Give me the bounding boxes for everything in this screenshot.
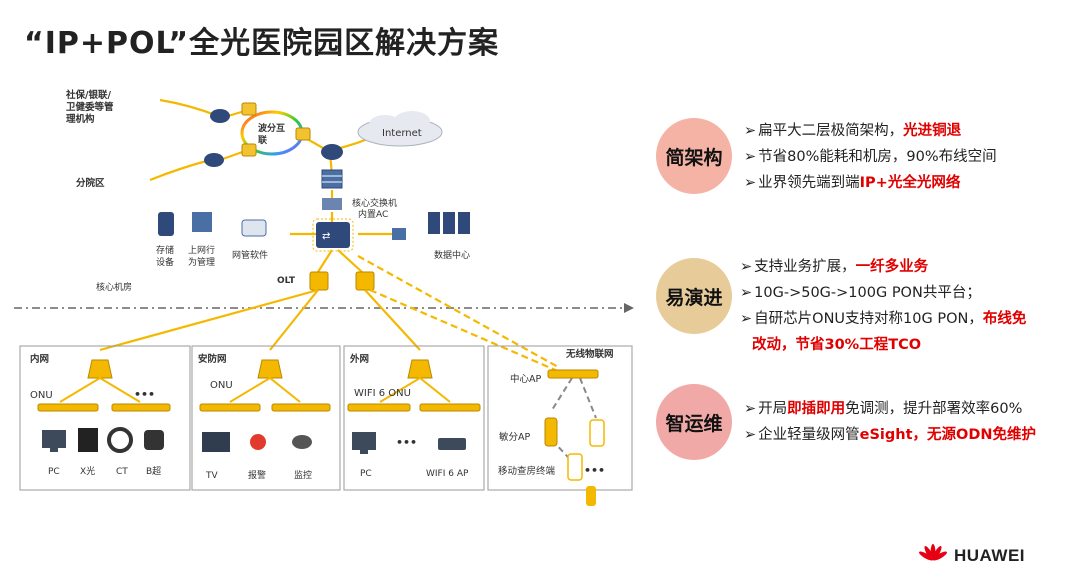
svg-text:WIFI 6 ONU: WIFI 6 ONU xyxy=(354,388,411,399)
feature-item: ➢开局即插即用免调测，提升部署效率60% xyxy=(744,401,1023,417)
ac-icon xyxy=(392,228,406,240)
svg-text:内置AC: 内置AC xyxy=(358,208,388,220)
svg-text:上网行: 上网行 xyxy=(188,244,215,256)
internet-cloud xyxy=(357,111,443,147)
firewall-icon xyxy=(321,169,343,210)
feature-circle-simple: 简架构 xyxy=(656,118,732,194)
feature-item: ➢扁平大二层极简架构，光进铜退 xyxy=(744,123,962,139)
svg-text:敏分AP: 敏分AP xyxy=(499,431,530,443)
svg-text:⇄: ⇄ xyxy=(322,231,330,242)
svg-text:外网: 外网 xyxy=(349,353,369,365)
network-diagram: Internet ⇄ 社保/银联/ xyxy=(14,89,634,506)
feature-item: ➢10G->50G->100G PON共平台； xyxy=(740,285,981,301)
camera-icon xyxy=(292,435,312,449)
svg-text:内网: 内网 xyxy=(30,353,49,365)
svg-text:PC: PC xyxy=(48,467,60,477)
svg-text:设备: 设备 xyxy=(156,256,174,268)
router-ap-icon xyxy=(438,438,466,450)
feature-item: ➢自研芯片ONU支持对称10G PON，布线免 xyxy=(740,311,1027,327)
svg-text:联: 联 xyxy=(258,134,268,146)
fiber-links xyxy=(99,288,421,352)
svg-text:核心机房: 核心机房 xyxy=(96,281,132,293)
feature-circle-ops: 智运维 xyxy=(656,384,732,460)
svg-text:无线物联网: 无线物联网 xyxy=(565,348,614,360)
svg-text:分院区: 分院区 xyxy=(76,177,105,189)
nms-icon xyxy=(241,219,267,237)
fiber-dashed-links xyxy=(357,255,561,374)
feature-circle-evolve: 易演进 xyxy=(656,258,732,334)
splitter-icon xyxy=(87,359,433,379)
mobile-terminal-icon xyxy=(567,419,605,481)
sensor-icon xyxy=(586,486,596,506)
svg-text:社保/银联/: 社保/银联/ xyxy=(65,89,111,101)
svg-text:卫健委等管: 卫健委等管 xyxy=(66,101,114,113)
svg-text:数据中心: 数据中心 xyxy=(434,249,470,261)
huawei-flower-icon xyxy=(919,544,947,561)
feature-list-evolve: ➢支持业务扩展，一纤多业务 ➢10G->50G->100G PON共平台； ➢自… xyxy=(740,254,1026,358)
router-icon xyxy=(204,109,343,167)
svg-text:为管理: 为管理 xyxy=(188,256,215,268)
feature-item: ➢业界领先端到端IP+光全光网络 xyxy=(744,175,961,191)
svg-text:•••: ••• xyxy=(396,436,417,449)
divider-arrow-icon xyxy=(624,303,634,313)
xray-icon xyxy=(78,428,98,452)
feature-list-ops: ➢开局即插即用免调测，提升部署效率60% ➢企业轻量级网管eSight，无源OD… xyxy=(744,396,1036,448)
svg-text:WIFI 6 AP: WIFI 6 AP xyxy=(426,469,469,479)
tv-icon xyxy=(202,432,230,452)
datacenter-icon xyxy=(428,212,470,234)
feature-list-simple: ➢扁平大二层极简架构，光进铜退 ➢节省80%能耗和机房，90%布线空间 ➢业界领… xyxy=(744,118,997,196)
huawei-logo: HUAWEI xyxy=(918,544,1025,568)
page-title: “IP+POL”全光医院园区解决方案 xyxy=(24,26,500,61)
svg-text:•••: ••• xyxy=(584,464,605,477)
logo-text: HUAWEI xyxy=(954,546,1025,565)
alarm-icon xyxy=(250,434,266,450)
agile-ap-icon xyxy=(544,417,558,447)
svg-text:ONU: ONU xyxy=(30,390,53,401)
ultrasound-icon xyxy=(144,430,164,450)
svg-text:波分互: 波分互 xyxy=(258,122,285,134)
svg-text:B超: B超 xyxy=(146,465,161,477)
storage-icon xyxy=(158,212,174,236)
subnet-boxes xyxy=(19,345,633,491)
behavior-mgmt-icon xyxy=(192,212,212,232)
svg-text:报警: 报警 xyxy=(248,469,266,481)
core-switch-icon: ⇄ xyxy=(312,218,354,252)
svg-text:•••: ••• xyxy=(134,388,155,401)
internet-label: Internet xyxy=(382,128,422,139)
feature-item: 改动，节省30%工程TCO xyxy=(752,337,922,353)
pc-icon xyxy=(42,430,376,454)
olt-icon xyxy=(309,271,375,291)
svg-text:OLT: OLT xyxy=(277,276,296,286)
feature-item: ➢企业轻量级网管eSight，无源ODN免维护 xyxy=(744,427,1037,443)
splitter-branches xyxy=(59,377,451,403)
svg-text:X光: X光 xyxy=(80,465,95,477)
svg-text:安防网: 安防网 xyxy=(198,353,227,365)
feature-item: ➢支持业务扩展，一纤多业务 xyxy=(740,259,929,275)
svg-text:ONU: ONU xyxy=(210,380,233,391)
svg-text:TV: TV xyxy=(205,471,218,481)
svg-text:PC: PC xyxy=(360,469,372,479)
ct-icon xyxy=(107,427,133,453)
svg-text:网管软件: 网管软件 xyxy=(232,249,268,261)
onu-icon xyxy=(37,369,599,412)
svg-text:移动查房终端: 移动查房终端 xyxy=(498,465,556,477)
svg-text:中心AP: 中心AP xyxy=(510,373,541,385)
svg-text:CT: CT xyxy=(116,467,128,477)
svg-text:核心交换机: 核心交换机 xyxy=(352,197,397,209)
wdm-device-icon xyxy=(241,102,311,157)
svg-text:理机构: 理机构 xyxy=(66,113,95,125)
svg-text:监控: 监控 xyxy=(294,469,312,481)
svg-text:存储: 存储 xyxy=(156,244,174,256)
feature-item: ➢节省80%能耗和机房，90%布线空间 xyxy=(744,149,997,165)
